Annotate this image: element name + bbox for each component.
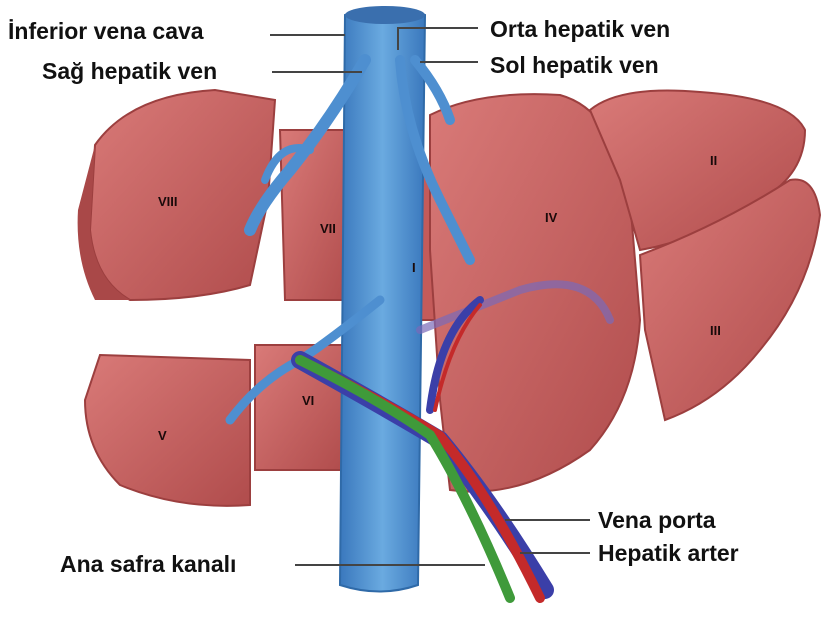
segment-label-ii: II: [710, 153, 717, 168]
segment-label-i: I: [412, 260, 416, 275]
segment-viii-lobe: [90, 90, 275, 300]
label-middle-hepatic-vein: Orta hepatik ven: [490, 18, 670, 41]
segment-label-vi: VI: [302, 393, 314, 408]
label-bile-duct: Ana safra kanalı: [60, 553, 236, 576]
segment-label-iv: IV: [545, 210, 558, 225]
segment-label-v: V: [158, 428, 167, 443]
label-left-hepatic-vein: Sol hepatik ven: [490, 54, 659, 77]
segment-label-iii: III: [710, 323, 721, 338]
ivc-top-opening: [345, 6, 425, 24]
label-right-hepatic-vein: Sağ hepatik ven: [42, 60, 217, 83]
segment-v-lobe: [85, 355, 250, 506]
segment-label-vii: VII: [320, 221, 336, 236]
label-inferior-vena-cava: İnferior vena cava: [8, 20, 204, 43]
label-hepatic-artery: Hepatik arter: [598, 542, 739, 565]
label-portal-vein: Vena porta: [598, 509, 716, 532]
segment-label-viii: VIII: [158, 194, 178, 209]
segment-vii-lobe: [280, 130, 350, 300]
